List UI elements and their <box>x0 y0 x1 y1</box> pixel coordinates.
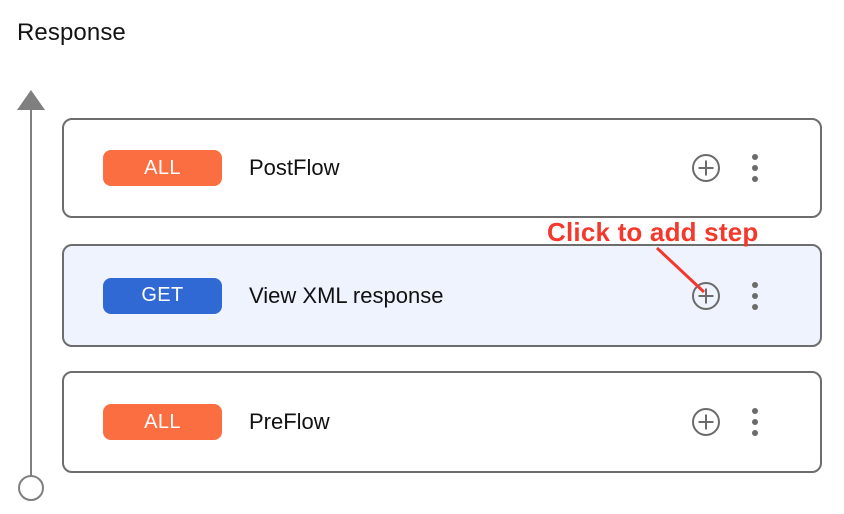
status-badge: ALL <box>103 150 222 186</box>
kebab-menu-icon[interactable] <box>744 407 766 437</box>
row-actions <box>691 407 766 437</box>
arrow-up-icon <box>17 90 45 501</box>
kebab-dot <box>752 176 758 182</box>
kebab-dot <box>752 165 758 171</box>
kebab-dot <box>752 303 758 310</box>
plus-circle-icon[interactable] <box>691 281 721 311</box>
kebab-dot <box>752 154 758 160</box>
table-row[interactable]: GET View XML response <box>62 244 822 347</box>
status-badge: GET <box>103 277 222 314</box>
kebab-dot <box>752 408 758 414</box>
page-title: Response <box>17 19 126 46</box>
kebab-menu-icon[interactable] <box>744 153 766 183</box>
kebab-dot <box>752 430 758 436</box>
table-row[interactable]: ALL PostFlow <box>62 118 822 218</box>
kebab-menu-icon[interactable] <box>744 281 766 311</box>
flow-step-list: ALL PostFlow GET View XML response <box>62 118 822 473</box>
list-item-label: PreFlow <box>249 409 330 434</box>
kebab-dot <box>752 281 758 288</box>
kebab-dot <box>752 419 758 425</box>
status-badge: ALL <box>103 404 222 440</box>
flow-direction-axis <box>0 80 64 514</box>
list-item-label: PostFlow <box>249 155 340 180</box>
row-actions <box>691 153 766 183</box>
plus-circle-icon[interactable] <box>691 407 721 437</box>
row-actions <box>691 281 766 311</box>
table-row[interactable]: ALL PreFlow <box>62 371 822 473</box>
annotation-label: Click to add step <box>547 217 759 247</box>
list-item-label: View XML response <box>249 282 444 308</box>
kebab-dot <box>752 292 758 299</box>
plus-circle-icon[interactable] <box>691 153 721 183</box>
